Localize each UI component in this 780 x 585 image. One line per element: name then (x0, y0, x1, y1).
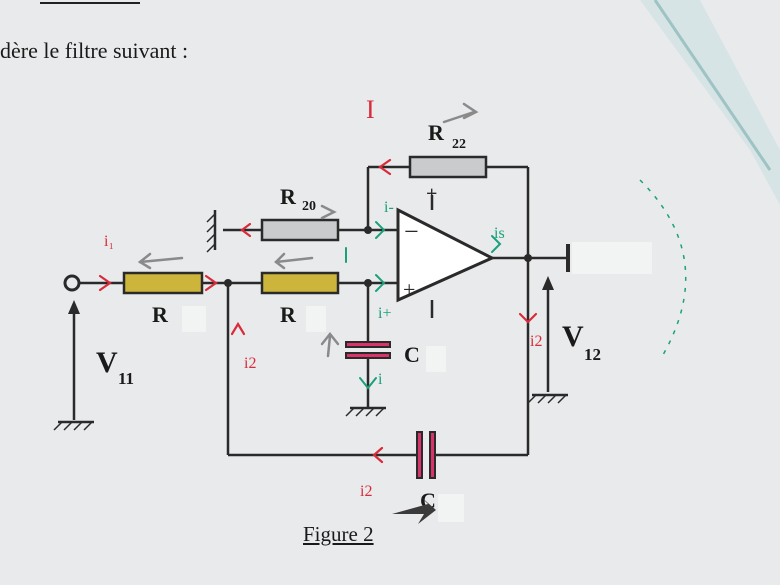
vout-arrowhead (542, 276, 554, 290)
intro-text: dère le filtre suivant : (0, 38, 189, 63)
resistor-r22 (408, 155, 488, 179)
ground-hatch (53, 213, 567, 431)
annot-i2-c: i2 (360, 483, 372, 500)
tape-patch-4 (426, 346, 446, 372)
label-r22: R (428, 120, 445, 145)
red-annotations (98, 158, 538, 464)
label-v-out: V (562, 320, 584, 353)
annot-current-i: I (366, 95, 375, 124)
capacitor-feedback (416, 431, 436, 479)
label-r-mid: R (280, 302, 297, 327)
junction-dots (224, 226, 532, 287)
grey-annotations (137, 102, 479, 358)
annot-i-cap: i (378, 371, 383, 388)
figure-caption: Figure 2 (303, 522, 374, 546)
capacitor-shunt (345, 341, 391, 359)
vin-arrowhead (68, 300, 80, 314)
annot-i-minus: i- (384, 199, 394, 216)
label-c-shunt: C (404, 342, 420, 367)
tape-patch (572, 242, 652, 274)
annot-i1: i₁ (104, 233, 114, 250)
label-r22-sub: 22 (452, 137, 466, 152)
tape-patch-3 (306, 306, 326, 332)
pencil-arrow (392, 496, 436, 524)
ground-symbols (58, 210, 568, 424)
opamp-plus-sign: + (403, 277, 415, 302)
opamp-minus-sign: − (404, 217, 419, 246)
label-v-out-sub: 12 (584, 345, 601, 364)
label-v-in-sub: 11 (118, 369, 134, 388)
label-v-in: V (96, 346, 118, 379)
supply-plus: + (426, 183, 437, 205)
resistor-r-left (122, 271, 204, 295)
tape-patch-5 (438, 494, 464, 522)
resistor-r20 (260, 218, 340, 242)
label-r20: R (280, 184, 297, 209)
glass-edge (640, 0, 780, 205)
opamp (396, 207, 496, 303)
glass-edge-line (653, 0, 772, 171)
label-r-left: R (152, 302, 169, 327)
annot-i-plus: i+ (378, 305, 391, 322)
wires (72, 165, 568, 457)
label-r20-sub: 20 (302, 199, 316, 214)
annot-i2-b: i2 (530, 333, 542, 350)
resistor-r-mid (260, 271, 340, 295)
annot-i2-a: i2 (244, 355, 256, 372)
input-terminal (63, 274, 81, 292)
annot-i-s: is (494, 225, 505, 242)
tape-patch-2 (182, 306, 206, 332)
green-annotations (345, 221, 502, 390)
